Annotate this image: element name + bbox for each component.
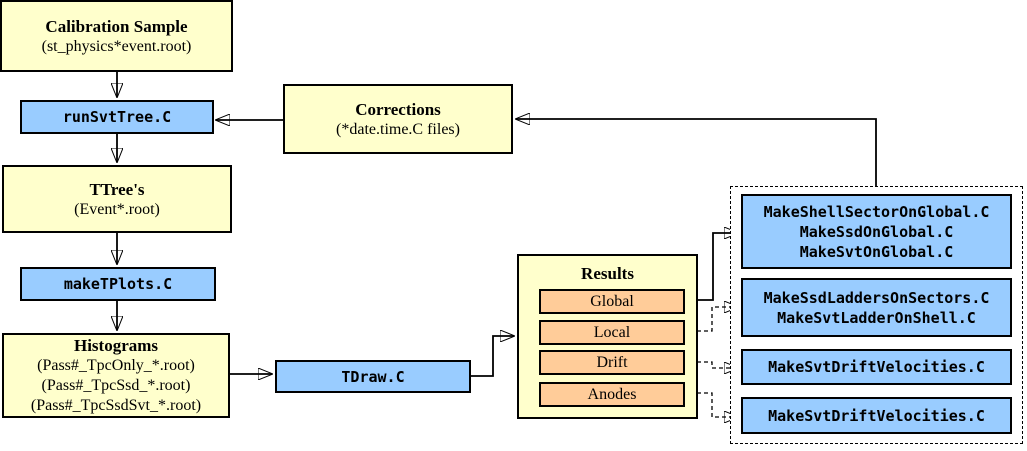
arrow-macros-to-corrections: [516, 119, 877, 186]
node-title: TTree's: [89, 179, 145, 199]
macro-label: makeTPlots.C: [63, 275, 173, 293]
macro-label: MakeSsdLaddersOnSectors.C: [763, 288, 990, 307]
result-item-drift: Drift: [539, 350, 685, 375]
results-title: Results: [581, 264, 634, 283]
result-item-anodes: Anodes: [539, 382, 685, 407]
node-subtitle: (*date.time.C files): [336, 120, 460, 138]
macro-label: MakeSvtDriftVelocities.C: [768, 406, 985, 425]
node-title: Calibration Sample: [45, 16, 188, 36]
result-item-label: Anodes: [587, 385, 637, 403]
node-tdraw: TDraw.C: [275, 360, 471, 393]
macro-label: MakeShellSectorOnGlobal.C: [763, 202, 990, 221]
node-ttrees: TTree's (Event*.root): [2, 165, 232, 233]
node-subtitle: (Event*.root): [74, 200, 160, 218]
histogram-file-pattern: (Pass#_TpcSsd_*.root): [41, 377, 191, 394]
node-title: Corrections: [355, 99, 441, 119]
node-title: Histograms: [73, 336, 159, 355]
node-make-tplots: makeTPlots.C: [20, 267, 216, 301]
node-run-svt-tree: runSvtTree.C: [20, 100, 214, 134]
macro-label: MakeSvtDriftVelocities.C: [768, 358, 985, 376]
histogram-file-pattern: (Pass#_TpcSsdSvt_*.root): [30, 397, 202, 414]
node-make-ladder-macros: MakeSsdLaddersOnSectors.C MakeSvtLadderO…: [741, 278, 1012, 337]
node-results: Results Global Local Drift Anodes: [517, 254, 698, 419]
node-corrections: Corrections (*date.time.C files): [283, 84, 513, 154]
result-item-local: Local: [539, 320, 685, 345]
macro-label: MakeSsdOnGlobal.C: [799, 222, 954, 241]
node-histograms: Histograms (Pass#_TpcOnly_*.root) (Pass#…: [2, 333, 230, 418]
macro-label: MakeSvtLadderOnShell.C: [777, 308, 976, 327]
result-item-label: Drift: [596, 353, 628, 371]
node-make-anodes-macro: MakeSvtDriftVelocities.C: [741, 397, 1012, 434]
result-item-label: Local: [593, 323, 631, 341]
node-calibration-sample: Calibration Sample (st_physics*event.roo…: [0, 0, 233, 72]
arrow-tdraw-to-results: [471, 336, 514, 377]
macro-label: runSvtTree.C: [62, 108, 172, 126]
node-make-global-macros: MakeShellSectorOnGlobal.C MakeSsdOnGloba…: [741, 194, 1012, 269]
node-make-drift-macro: MakeSvtDriftVelocities.C: [741, 349, 1012, 385]
macro-label: MakeSvtOnGlobal.C: [799, 242, 954, 261]
macro-label: TDraw.C: [341, 367, 405, 386]
result-item-global: Global: [539, 289, 685, 314]
result-item-label: Global: [590, 292, 634, 310]
node-subtitle: (st_physics*event.root): [41, 37, 192, 55]
histogram-file-pattern: (Pass#_TpcOnly_*.root): [37, 357, 195, 374]
